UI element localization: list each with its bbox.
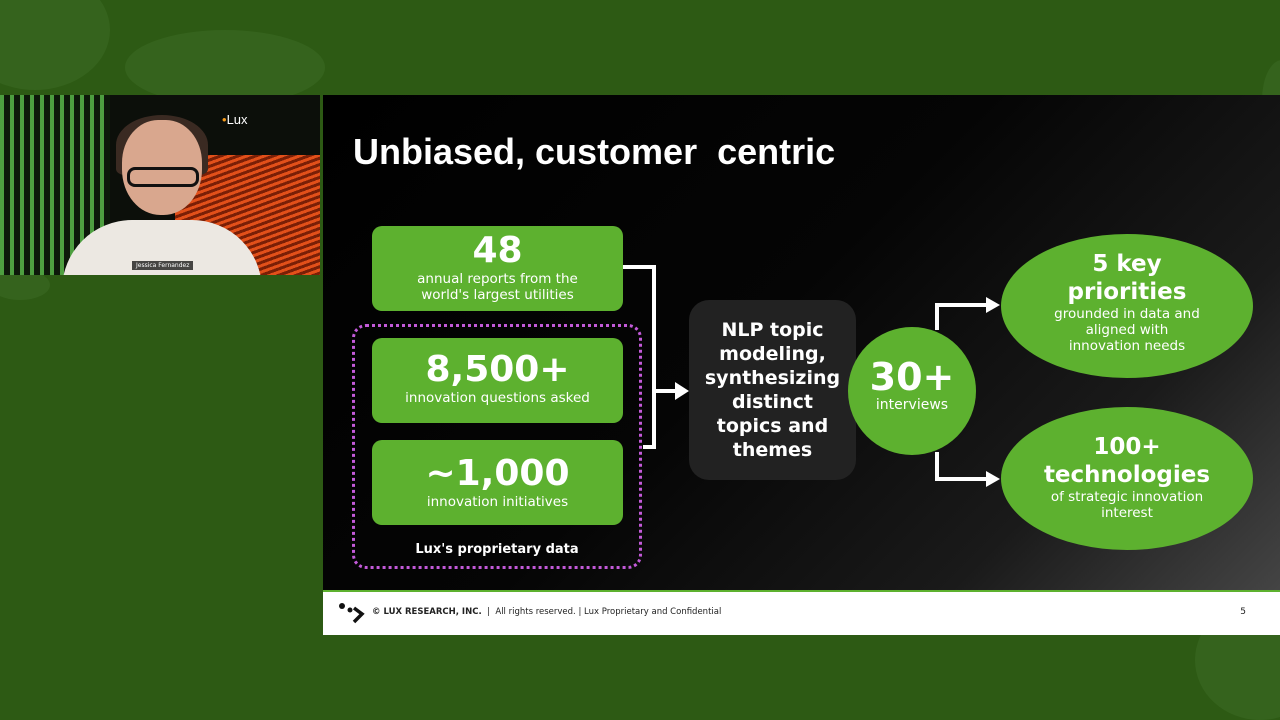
- technologies-heading: 100+ technologies: [1043, 434, 1211, 488]
- lux-dot-icon: •: [222, 112, 227, 127]
- arrow-head-icon: [986, 471, 1000, 487]
- box-number: ~1,000: [425, 453, 570, 494]
- box-innovation-questions: 8,500+ innovation questions asked: [372, 338, 623, 423]
- interviews-label: interviews: [875, 397, 949, 413]
- bracket-connector: [623, 265, 656, 449]
- slide-page-number: 5: [1240, 607, 1246, 617]
- proprietary-data-group: [352, 324, 642, 569]
- technologies-ellipse: 100+ technologies of strategic innovatio…: [1001, 407, 1253, 550]
- arrow-to-priorities: [935, 303, 988, 330]
- footer-rights: All rights reserved.: [495, 607, 576, 617]
- box-number: 8,500+: [425, 349, 570, 390]
- footer-confidential: Lux Proprietary and Confidential: [584, 607, 722, 617]
- box-description: annual reports from the world's largest …: [417, 271, 578, 303]
- lux-logo-icon: [339, 603, 365, 624]
- nlp-topic-text: NLP topic modeling, synthesizing distinc…: [704, 319, 841, 461]
- footer-company: © LUX RESEARCH, INC.: [372, 607, 482, 617]
- participant-name-tag: Jessica Fernandez: [132, 261, 194, 270]
- footer-text: © LUX RESEARCH, INC. | All rights reserv…: [372, 607, 721, 617]
- interviews-number: 30+: [869, 355, 955, 399]
- box-innovation-initiatives: ~1,000 innovation initiatives: [372, 440, 623, 525]
- participant-glasses: [127, 167, 199, 187]
- box-description: innovation initiatives: [426, 494, 569, 510]
- background-blob: [125, 30, 325, 105]
- priorities-ellipse: 5 key priorities grounded in data and al…: [1001, 234, 1253, 378]
- footer-separator: |: [487, 607, 490, 617]
- box-annual-reports: 48 annual reports from the world's large…: [372, 226, 623, 311]
- video-lux-logo: •Lux: [222, 112, 248, 127]
- technologies-description: of strategic innovation interest: [1050, 489, 1204, 521]
- background-blob: [0, 0, 110, 90]
- slide-footer: © LUX RESEARCH, INC. | All rights reserv…: [323, 592, 1280, 635]
- box-description: innovation questions asked: [405, 390, 590, 406]
- proprietary-data-label: Lux's proprietary data: [415, 542, 579, 557]
- background-blob: [0, 270, 50, 300]
- arrow-head-icon: [675, 382, 689, 400]
- box-number: 48: [472, 230, 523, 271]
- footer-separator: |: [578, 607, 582, 617]
- footer-divider: [323, 590, 1280, 592]
- priorities-heading: 5 key priorities: [1067, 251, 1187, 305]
- participant-video-tile[interactable]: Jessica Fernandez: [0, 95, 320, 275]
- priorities-description: grounded in data and aligned with innova…: [1054, 306, 1200, 354]
- flow-arrows: [623, 265, 1000, 487]
- arrow-head-icon: [986, 297, 1000, 313]
- nlp-topic-box: NLP topic modeling, synthesizing distinc…: [689, 300, 856, 480]
- slide-title: Unbiased, customer centric: [353, 131, 836, 172]
- interviews-circle: 30+ interviews: [848, 327, 976, 455]
- arrow-to-technologies: [935, 452, 988, 481]
- shared-slide: Unbiased, customer centric Lux's proprie…: [323, 95, 1280, 635]
